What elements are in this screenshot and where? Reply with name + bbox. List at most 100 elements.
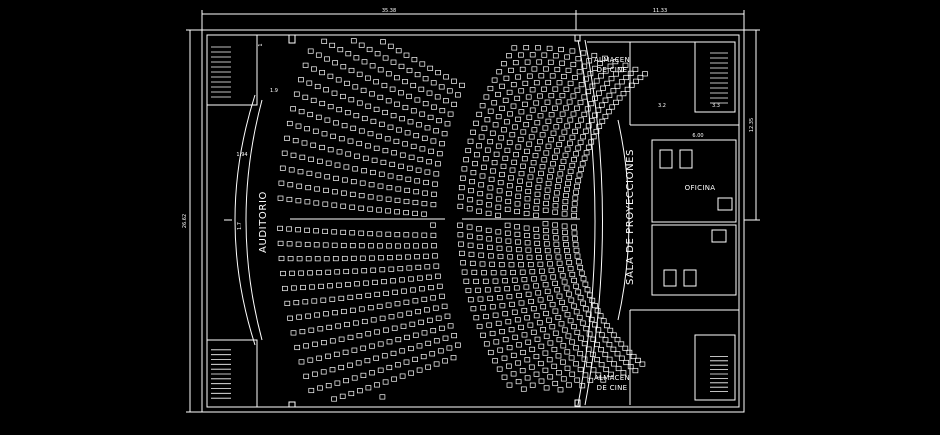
right-block-seat [520, 386, 527, 392]
left-block-seat [360, 345, 367, 351]
right-block-seat [539, 132, 546, 138]
left-block-seat [361, 168, 367, 174]
left-block-seat [412, 298, 419, 304]
right-block-seat [609, 104, 616, 110]
booth-wall-inner [584, 39, 603, 406]
left-block-seat [306, 80, 313, 86]
left-block-seat [334, 380, 341, 386]
right-block-seat [537, 261, 544, 267]
left-block-seat [291, 285, 297, 291]
right-block-seat [544, 288, 551, 294]
right-block-seat [606, 342, 613, 348]
left-block-seat [286, 120, 293, 127]
right-block-seat [470, 306, 477, 312]
right-block-seat [510, 269, 516, 276]
right-block-seat [542, 207, 549, 213]
left-block-seat [432, 305, 439, 311]
right-block-seat [561, 223, 568, 229]
right-block-seat [564, 186, 570, 192]
left-block-seat [317, 326, 324, 332]
right-block-seat [559, 111, 566, 117]
right-block-seat [526, 73, 533, 79]
outer-wall [201, 29, 745, 413]
left-block-seat [429, 351, 436, 357]
right-block-seat [528, 364, 535, 370]
right-block-seat [506, 53, 512, 59]
almacen-bottom-line1: ALMACEN [594, 374, 630, 382]
right-block-seat [544, 248, 551, 254]
left-block-seat [399, 152, 406, 158]
right-block-seat [502, 278, 508, 284]
right-block-seat [570, 93, 577, 99]
right-block-seat [581, 356, 588, 362]
right-block-seat [477, 243, 484, 249]
right-block-seat [569, 271, 576, 278]
right-block-seat [600, 318, 607, 324]
right-block-seat [564, 146, 571, 152]
right-block-seat [598, 347, 604, 353]
right-block-seat [566, 382, 572, 388]
right-block-seat [577, 139, 584, 145]
left-block-seat [330, 133, 336, 139]
left-block-seat [369, 370, 375, 376]
right-block-seat [574, 183, 580, 189]
right-block-seat [516, 292, 522, 299]
left-block-seat [338, 136, 345, 142]
right-block-seat [491, 77, 498, 83]
left-block-seat [349, 243, 356, 249]
right-block-seat [571, 201, 578, 207]
left-block-seat [406, 310, 413, 316]
left-block-seat [325, 383, 332, 389]
right-block-seat [495, 237, 502, 243]
left-block-seat [406, 93, 412, 99]
right-block-seat [512, 60, 519, 66]
right-block-seat [556, 117, 563, 123]
left-block-seat [394, 101, 400, 107]
right-block-seat [575, 259, 582, 265]
right-block-seat [458, 241, 464, 247]
stair-bottom-left [206, 339, 258, 408]
left-block-seat [338, 295, 345, 301]
left-block-seat [391, 325, 398, 331]
left-block-seat [309, 284, 315, 290]
left-block-seat [340, 203, 347, 209]
left-block-seat [289, 270, 295, 276]
right-block-seat [487, 85, 494, 92]
left-block-seat [431, 191, 437, 197]
left-block-seat [326, 324, 333, 330]
right-block-seat [552, 235, 559, 241]
right-block-seat [568, 355, 575, 361]
left-block-seat [350, 255, 357, 261]
right-block-seat [557, 171, 564, 177]
right-block-seat [543, 234, 550, 240]
right-block-seat [518, 88, 525, 94]
right-block-seat [581, 63, 588, 69]
right-block-seat [460, 175, 466, 181]
right-block-seat [545, 118, 552, 124]
left-block-seat [371, 157, 378, 163]
right-block-seat [623, 359, 630, 366]
right-block-seat [510, 371, 517, 377]
right-block-seat [548, 267, 555, 273]
left-block-seat [344, 110, 351, 116]
right-block-seat [474, 152, 480, 158]
left-block-seat [350, 179, 357, 185]
dim-width-right: 11.33 [653, 8, 667, 14]
left-block-seat [374, 51, 381, 57]
left-block-seat [426, 90, 433, 96]
left-block-seat [439, 108, 446, 114]
right-block-seat [473, 315, 480, 321]
left-block-seat [438, 84, 445, 90]
right-block-seat [524, 203, 530, 209]
right-block-seat [580, 276, 587, 282]
right-block-seat [563, 86, 570, 92]
left-block-seat [379, 315, 386, 321]
left-block-seat [436, 283, 443, 289]
left-block-seat [404, 130, 411, 136]
left-block-seat [390, 113, 397, 119]
left-block-seat [306, 170, 313, 176]
left-block-seat [412, 199, 419, 206]
right-block-seat [560, 359, 566, 365]
right-block-seat [520, 129, 527, 135]
left-block-seat [442, 358, 448, 364]
